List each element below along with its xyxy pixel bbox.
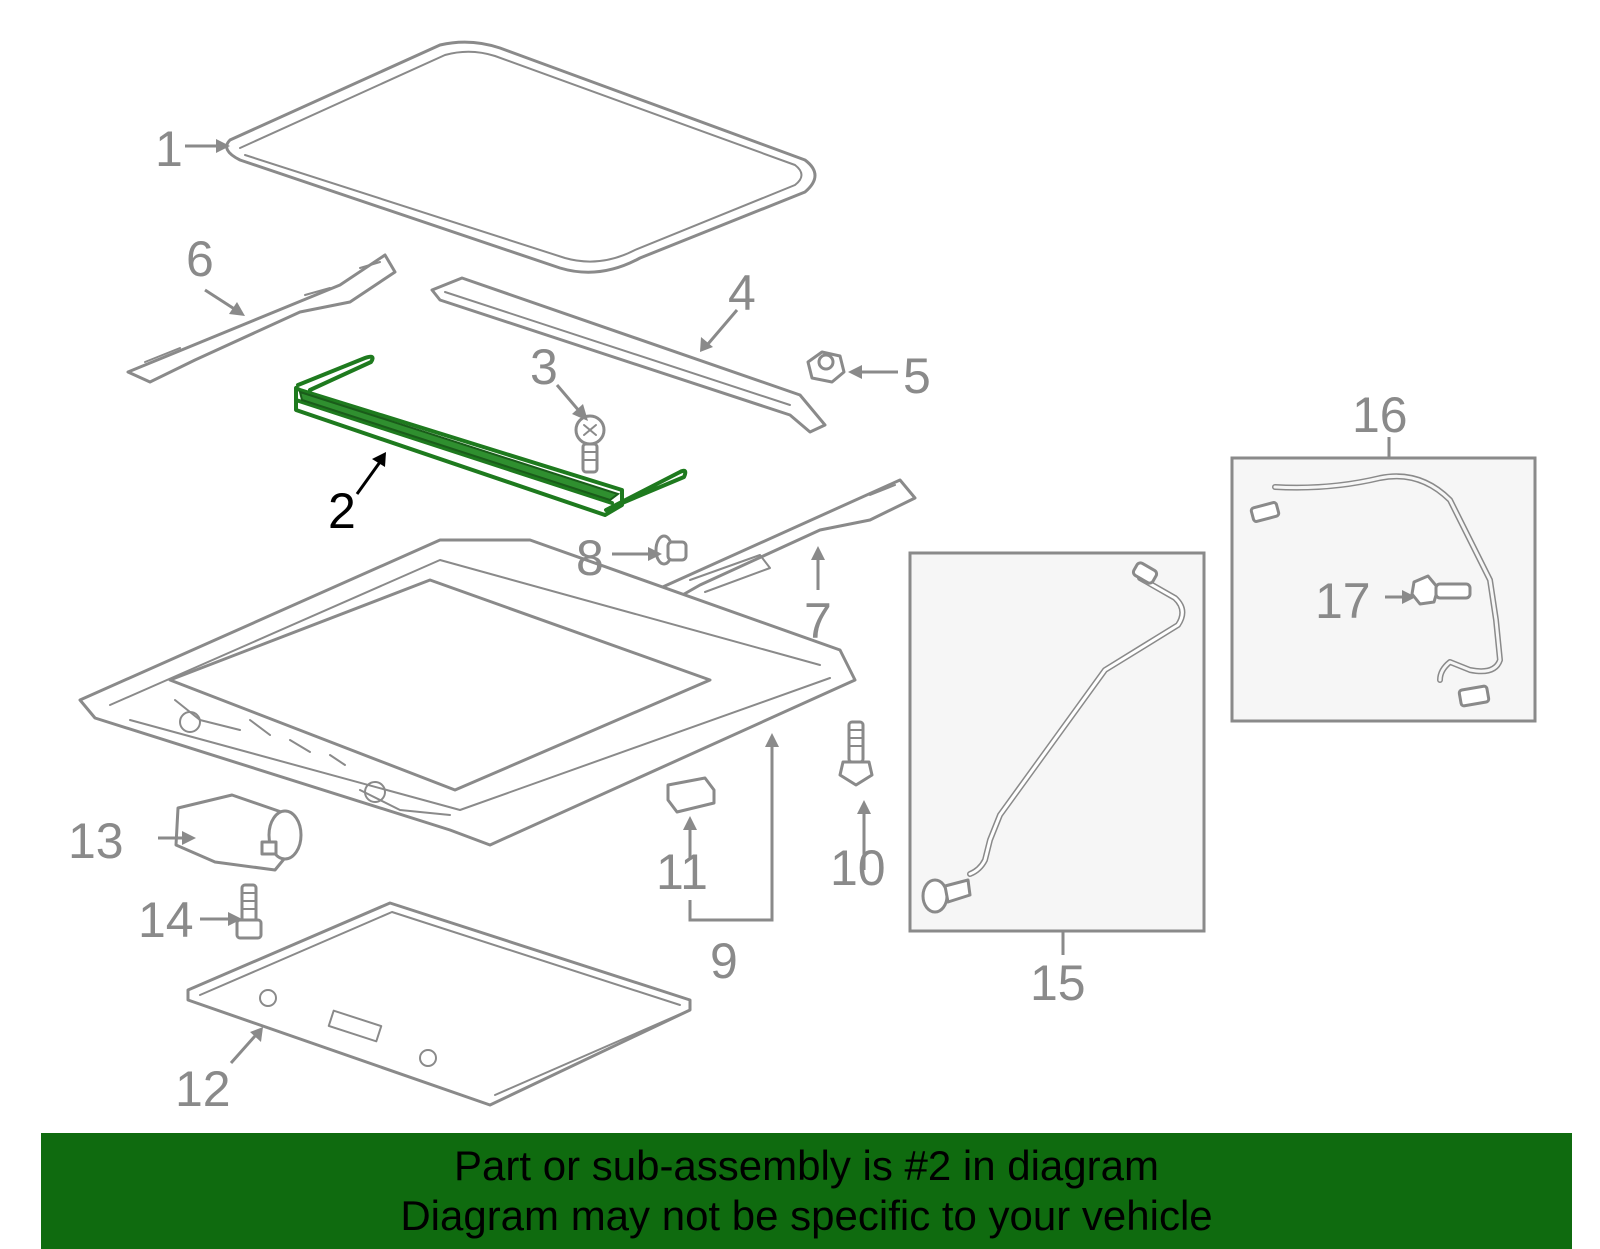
callout-2-highlighted: 2 [328, 483, 356, 539]
callout-4: 4 [728, 265, 756, 321]
part-1-glass-panel[interactable] [225, 40, 817, 274]
part-10-bolt[interactable] [838, 720, 874, 787]
callout-7: 7 [804, 593, 832, 649]
part-12-sunshade[interactable] [186, 901, 692, 1107]
part-8-clip[interactable] [654, 534, 688, 566]
part-5-nut[interactable] [806, 350, 846, 384]
callout-16: 16 [1352, 387, 1408, 443]
part-2-highlighted-assembly[interactable] [294, 354, 688, 517]
callout-9: 9 [710, 933, 738, 989]
part-7-right-guide-rail[interactable] [654, 478, 917, 607]
callout-17: 17 [1315, 573, 1371, 629]
part-6-left-guide-rail[interactable] [126, 253, 397, 384]
callout-1: 1 [155, 121, 183, 177]
callout-6: 6 [186, 231, 214, 287]
callout-15: 15 [1030, 955, 1086, 1011]
part-17-bolt[interactable] [1410, 574, 1472, 606]
callout-13: 13 [68, 813, 124, 869]
callout-3: 3 [530, 339, 558, 395]
callout-labels: 1 2 3 4 5 6 7 8 9 10 11 12 13 14 15 16 1… [68, 121, 1408, 1117]
part-16-harness-box[interactable] [1230, 456, 1537, 723]
info-banner: Part or sub-assembly is #2 in diagram Di… [41, 1133, 1572, 1249]
part-11-pad[interactable] [666, 776, 716, 814]
banner-line-1: Part or sub-assembly is #2 in diagram [454, 1142, 1159, 1189]
part-15-drain-hose-box[interactable] [908, 551, 1206, 933]
part-3-screw[interactable] [574, 414, 606, 474]
callout-5: 5 [903, 348, 931, 404]
part-14-bolt[interactable] [235, 883, 263, 940]
callout-12: 12 [175, 1061, 231, 1117]
leader-lines [158, 139, 1416, 1064]
sunroof-frame [78, 538, 857, 847]
callout-14: 14 [138, 892, 194, 948]
part-4-front-crossmember[interactable] [430, 276, 827, 434]
callout-11: 11 [656, 844, 708, 900]
part-13-motor[interactable] [174, 793, 303, 872]
callout-10: 10 [830, 840, 886, 896]
callout-8: 8 [576, 530, 604, 586]
banner-line-2: Diagram may not be specific to your vehi… [400, 1192, 1213, 1239]
